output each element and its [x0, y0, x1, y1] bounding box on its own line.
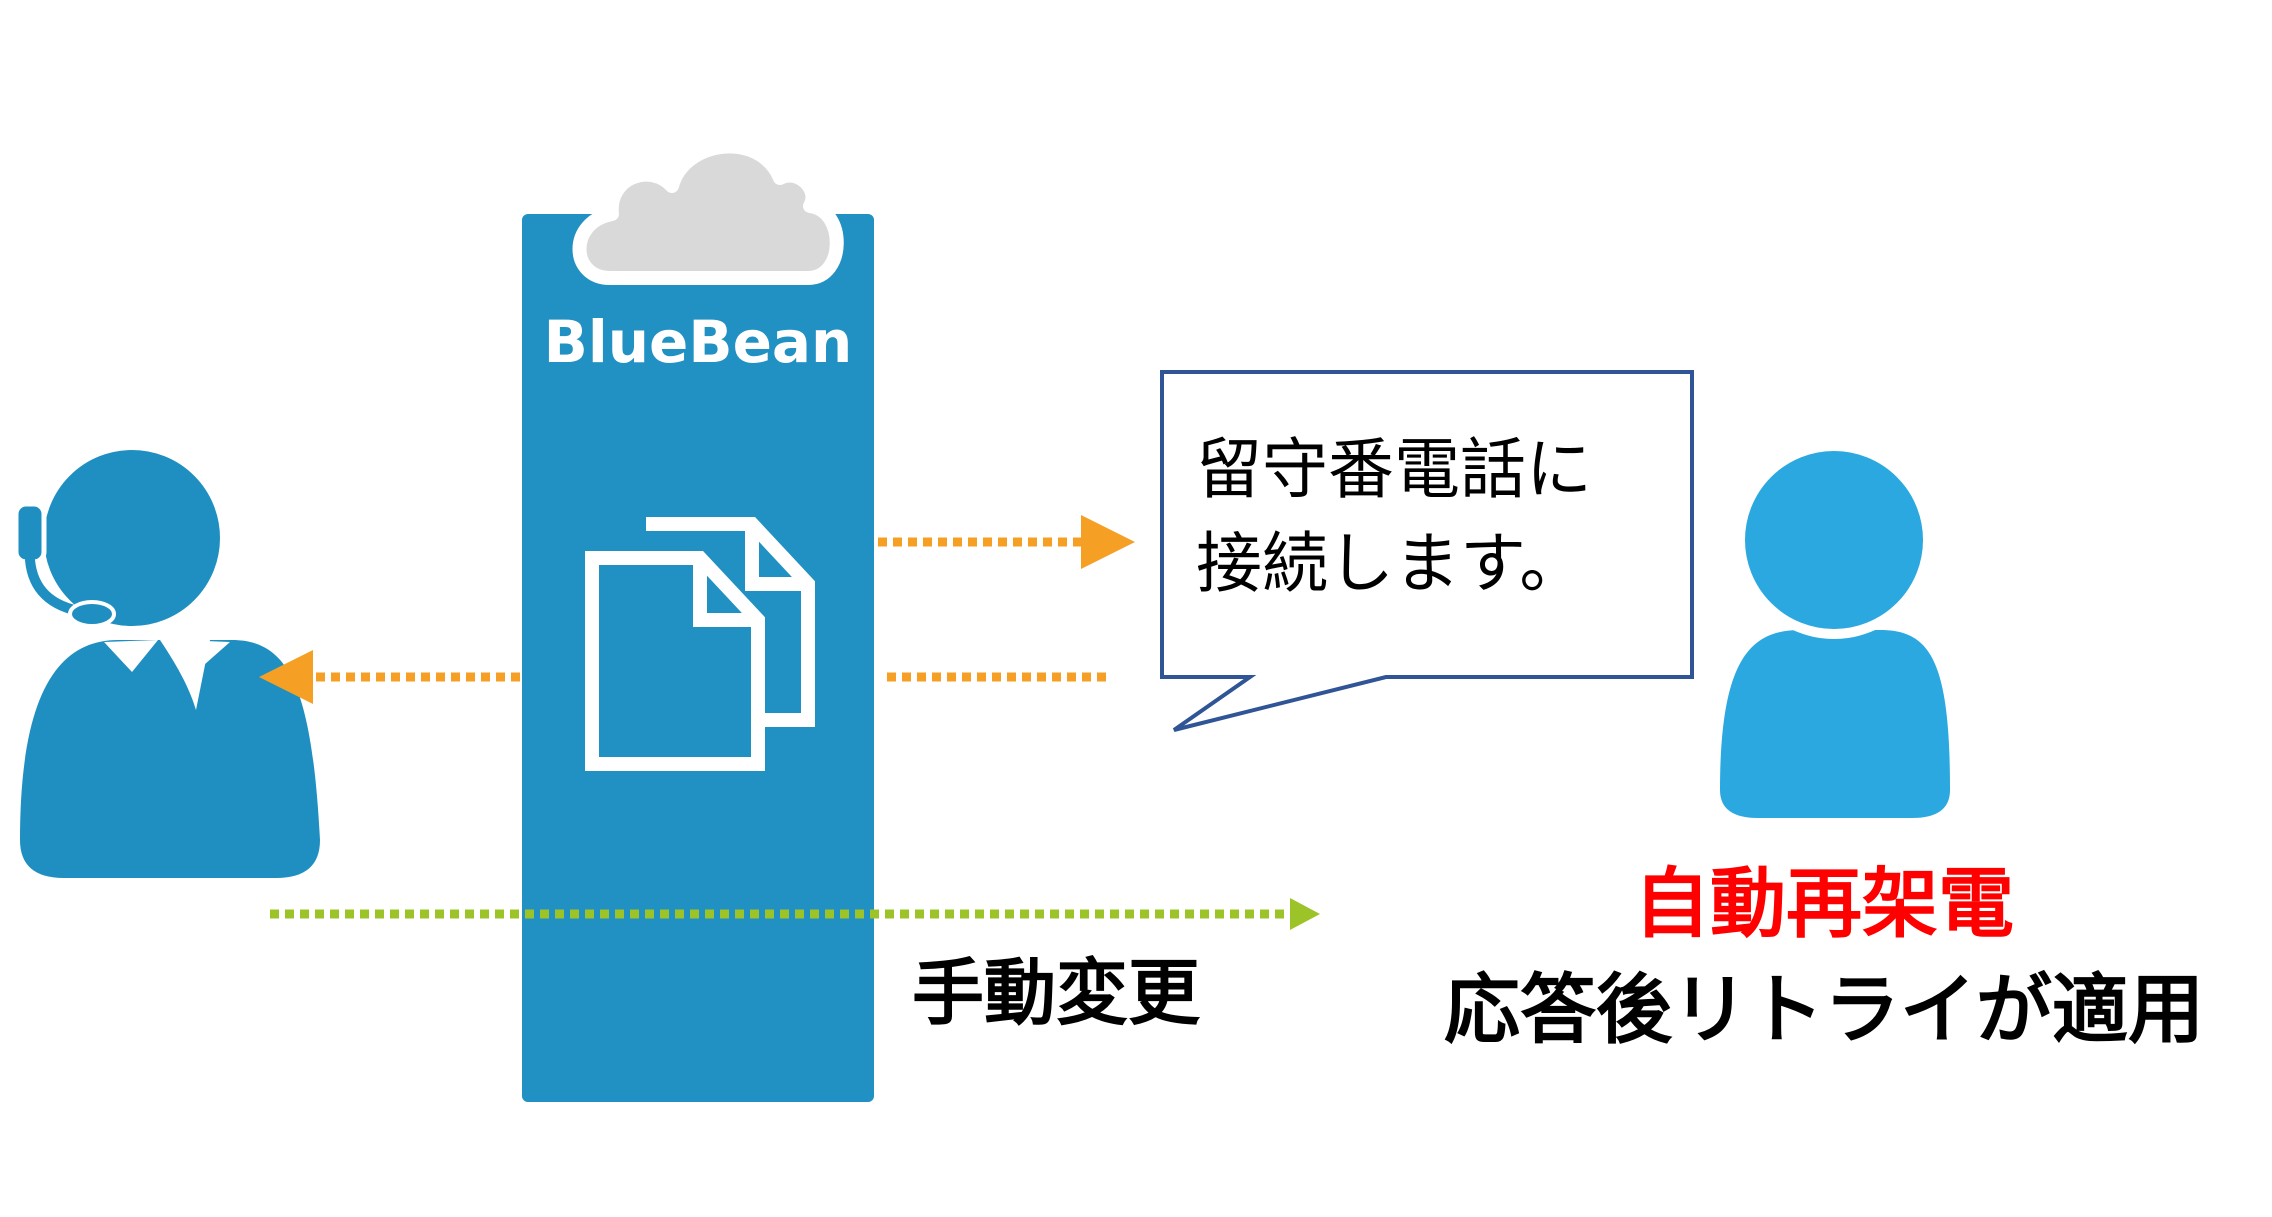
customer-person-icon: [1720, 441, 1950, 818]
service-name: BlueBean: [544, 308, 853, 376]
speech-bubble: [1160, 370, 1694, 732]
green-arrow-head: [1290, 898, 1320, 930]
auto-redial-label: 自動再架電: [1634, 859, 2014, 948]
operator-headset-icon: [13, 442, 320, 878]
documents-icon: [585, 517, 815, 771]
manual-change-label: 手動変更: [912, 951, 1201, 1035]
speech-bubble-line1: 留守番電話に: [1196, 431, 1592, 508]
speech-bubble-line2: 接続します。: [1196, 525, 1585, 602]
cloud-icon: [572, 139, 844, 285]
retry-applied-label: 応答後リトライが適用: [1444, 965, 2204, 1054]
